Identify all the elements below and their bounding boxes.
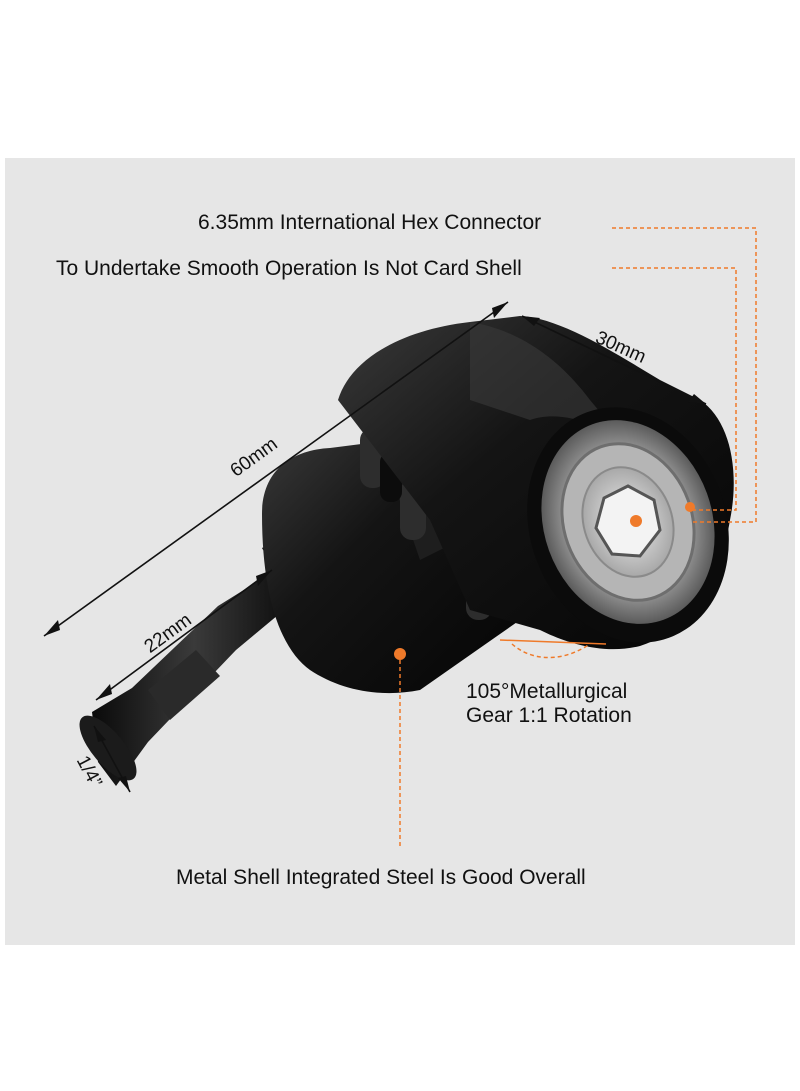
metal-shell-label: Metal Shell Integrated Steel Is Good Ove… [176, 866, 586, 889]
hex-socket-icon [594, 484, 662, 558]
bearing-callout-dot [685, 502, 695, 512]
hex-connector-label: 6.35mm International Hex Connector [198, 211, 542, 234]
shell-callout-dot [394, 648, 406, 660]
smooth-operation-label: To Undertake Smooth Operation Is Not Car… [56, 257, 522, 280]
callout-lines [399, 227, 757, 848]
gear-label-line2: Gear 1:1 Rotation [466, 704, 632, 727]
dimension-lines [43, 301, 707, 793]
gear-label-line1: 105°Metallurgical [466, 680, 628, 703]
bearing-face [527, 407, 729, 643]
hex-shank [79, 570, 296, 786]
hex-callout-dot [630, 515, 642, 527]
gear-angle-mark [499, 639, 607, 645]
